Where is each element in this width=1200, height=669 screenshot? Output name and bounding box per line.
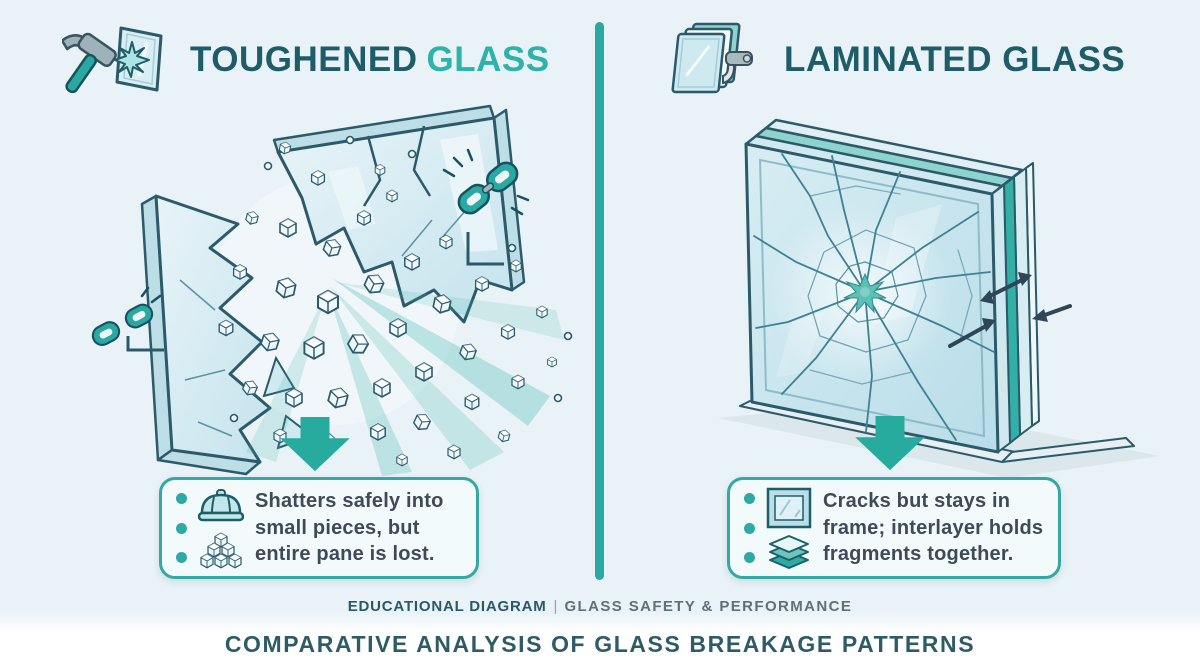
layer-side-edges (991, 162, 1040, 453)
left-title-word2: GLASS (426, 40, 550, 79)
right-title: LAMINATED GLASS (784, 40, 1126, 79)
down-arrow-icon (855, 416, 925, 471)
pane-fragment-right (272, 104, 526, 324)
interlayer-stack-icon (769, 534, 809, 569)
pane-fragment-left (140, 194, 315, 476)
bullet-dot (744, 522, 755, 534)
interlayer-arrows (948, 272, 1072, 348)
right-header: LAMINATED GLASS (668, 20, 1125, 100)
impact-rays (246, 278, 564, 476)
shattered-pane-illustration (91, 104, 573, 476)
bullet-dots (176, 493, 187, 563)
framed-glass-icon (766, 487, 812, 528)
hard-hat-icon (198, 488, 244, 521)
bullet-dot (744, 493, 755, 504)
cracked-front-pane (744, 142, 1000, 454)
down-arrow-icon (280, 417, 350, 472)
broken-chain-icon (442, 148, 530, 266)
crack-web (753, 153, 995, 441)
right-callout-text: Cracks but stays in frame; interlayer ho… (823, 490, 1044, 566)
clamp (722, 51, 753, 85)
caption-line: EDUCATIONAL DIAGRAM | GLASS SAFETY & PERFO… (0, 598, 1200, 615)
bullet-dots (744, 493, 755, 563)
left-title-word1: TOUGHENED (190, 40, 418, 79)
bullet-dot (744, 552, 755, 563)
footer-strip: COMPARATIVE ANALYSIS OF GLASS BREAKAGE P… (0, 611, 1200, 669)
caption-secondary: GLASS SAFETY & PERFORMANCE (564, 598, 853, 615)
left-callout-text: Shatters safely into small pieces, but e… (255, 490, 444, 566)
left-callout: Shatters safely into small pieces, but e… (159, 477, 479, 579)
bullet-dot (176, 552, 187, 563)
caption-separator: | (553, 598, 558, 615)
laminated-panes-icon (671, 22, 753, 94)
bullet-dot (176, 493, 187, 504)
right-callout: Cracks but stays in frame; interlayer ho… (727, 477, 1061, 579)
bullet-dot (176, 522, 187, 534)
caption-primary: EDUCATIONAL DIAGRAM (347, 598, 547, 615)
footer-title: COMPARATIVE ANALYSIS OF GLASS BREAKAGE P… (224, 631, 976, 657)
hammer-glass-icon (62, 26, 163, 94)
center-divider (595, 22, 604, 580)
flying-glass-cubes (218, 135, 573, 467)
broken-chain-icon (91, 286, 164, 352)
glass-cubes-icon (200, 532, 242, 568)
